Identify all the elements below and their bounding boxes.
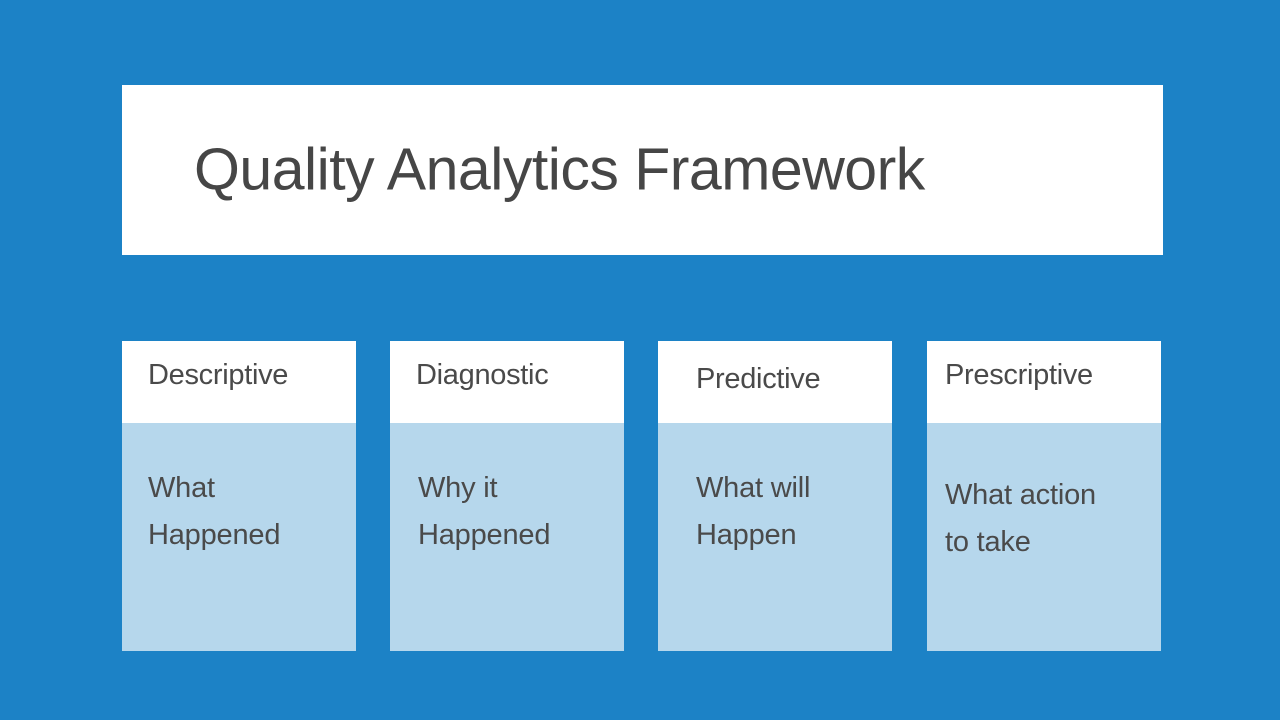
card-body-predictive: What will Happen [658,423,892,651]
analytics-card-diagnostic[interactable]: Diagnostic Why it Happened [390,341,624,651]
analytics-card-descriptive[interactable]: Descriptive What Happened [122,341,356,651]
card-heading: Prescriptive [945,359,1093,391]
card-header-prescriptive: Prescriptive [927,341,1161,423]
card-body-diagnostic: Why it Happened [390,423,624,651]
card-body-text: What will Happen [696,472,811,551]
card-body-text: What Happened [148,472,281,551]
card-heading: Predictive [696,363,821,395]
card-header-diagnostic: Diagnostic [390,341,624,423]
card-body-text: What action to take [945,479,1096,558]
card-body-descriptive: What Happened [122,423,356,651]
card-heading: Descriptive [148,359,289,391]
card-header-descriptive: Descriptive [122,341,356,423]
card-heading: Diagnostic [416,359,549,391]
analytics-card-predictive[interactable]: Predictive What will Happen [658,341,892,651]
card-body-prescriptive: What action to take [927,423,1161,651]
card-header-predictive: Predictive [658,341,892,423]
page-title: Quality Analytics Framework [194,136,925,203]
analytics-card-row: Descriptive What Happened Diagnostic Why… [122,341,1163,651]
card-body-text: Why it Happened [418,472,551,551]
analytics-card-prescriptive[interactable]: Prescriptive What action to take [927,341,1161,651]
title-card: Quality Analytics Framework [122,85,1163,255]
